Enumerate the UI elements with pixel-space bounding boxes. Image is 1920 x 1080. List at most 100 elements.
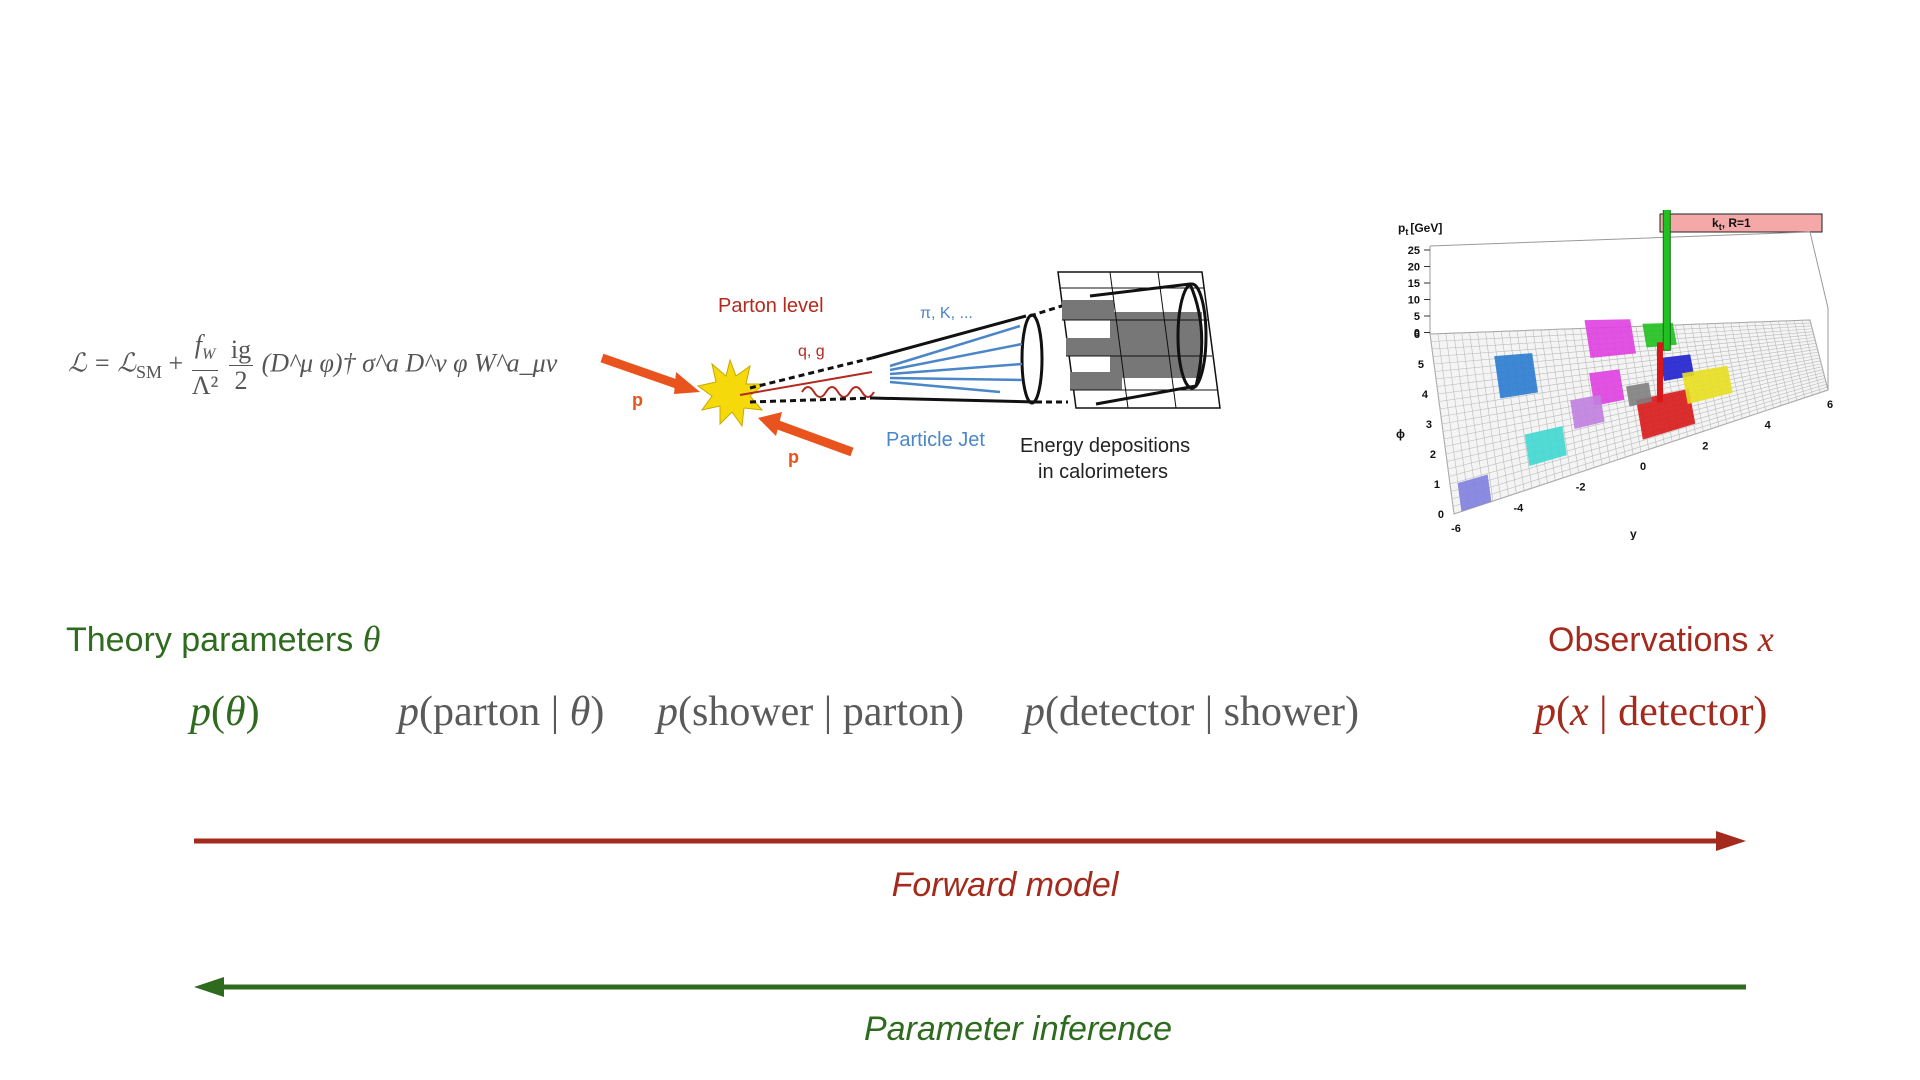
cone-edge-bottom (871, 396, 1037, 404)
energy-label-line1: Energy depositions (1020, 435, 1190, 457)
lagrangian-sm-subscript: SM (136, 361, 163, 382)
grid-line (1447, 372, 1824, 470)
fraction-fw-numerator: f (194, 330, 202, 359)
forward-model-label: Forward model (891, 866, 1119, 904)
calorimeter-dashed-top (1029, 302, 1069, 318)
observations-heading-text: Observations (1548, 621, 1749, 659)
energy-cluster (1524, 425, 1567, 466)
cone-dashed-top (749, 356, 873, 390)
prob-shower-given-parton: p(shower | parton) (657, 689, 964, 735)
prob-detector-given-shower: p(detector | shower) (1024, 689, 1359, 735)
parameter-inference-arrow (194, 977, 1746, 997)
phi-axis-label: ϕ (1396, 427, 1405, 441)
jet-track-3 (889, 362, 1023, 376)
parton-line (739, 371, 873, 396)
z-tick-label: 25 (1408, 245, 1420, 257)
collision-burst (696, 358, 766, 428)
phi-tick-label: 1 (1434, 479, 1440, 491)
cone-mouth (1020, 313, 1044, 405)
energy-cluster (1682, 365, 1733, 404)
plot-title-text: kt, R=1 (1712, 216, 1751, 232)
jet-track-1 (889, 324, 1021, 368)
parameter-inference-label: Parameter inference (863, 1010, 1173, 1048)
prob-x-given-detector: p(x | detector) (1535, 689, 1768, 735)
lagrangian-tail: (D^μ φ)† σ^a D^ν φ W^a_μν (261, 348, 558, 378)
grid-line (1446, 369, 1823, 462)
proton-arrowhead-right (758, 412, 782, 436)
y-tick-label: -6 (1451, 523, 1461, 535)
cone-edge-top (871, 314, 1027, 360)
z-tick-label: 5 (1414, 311, 1420, 323)
proton-beam-left (600, 353, 690, 393)
jet-track-5 (889, 380, 1001, 394)
fraction-ig-numerator: ig (228, 335, 254, 367)
jet-track-2 (889, 342, 1023, 372)
grid-line (1440, 351, 1819, 417)
phi-tick-label: 6 (1414, 329, 1420, 341)
phi-axis-ticks: 6 5 4 3 2 1 0 (1414, 329, 1444, 521)
prob-parton-given-theta: p(parton | θ) (398, 689, 605, 735)
y-tick-label: -2 (1576, 482, 1586, 494)
grid-line (1445, 366, 1823, 455)
grid-line (1449, 378, 1826, 485)
prob-theta: p(θ) (190, 689, 260, 735)
energy-cluster (1457, 474, 1492, 512)
calorimeter (1057, 271, 1221, 409)
y-axis-ticks: -6 -4 -2 0 2 4 6 (1451, 399, 1833, 535)
lagrangian-fraction-ig: ig 2 (228, 335, 254, 396)
z-tick-label: 20 (1408, 262, 1420, 274)
theory-heading-text: Theory parameters (66, 621, 354, 659)
y-tick-label: 4 (1765, 420, 1772, 432)
energy-cluster (1626, 382, 1653, 407)
z-axis-ticks: 25 20 15 10 5 0 (1408, 245, 1430, 340)
plot-title-box (1659, 213, 1823, 233)
lagrangian-plus: + (168, 348, 184, 378)
parton-level-label: Parton level (718, 295, 824, 317)
grid-line (1439, 348, 1818, 410)
phi-tick-label: 4 (1422, 389, 1429, 401)
grid-line (1452, 386, 1828, 507)
phi-tick-label: 2 (1430, 449, 1436, 461)
fraction-fw-denominator: Λ² (191, 371, 219, 401)
energy-cluster (1584, 319, 1636, 358)
energy-cluster (1570, 395, 1605, 430)
theory-parameters-heading: Theory parameters θ (66, 618, 380, 660)
observations-heading: Observations x (1548, 618, 1774, 660)
z-tick-label: 10 (1408, 295, 1420, 307)
plot-frame (1429, 231, 1829, 390)
energy-cluster (1494, 353, 1539, 399)
particle-jet-label: Particle Jet (886, 429, 985, 451)
forward-model-arrow (194, 831, 1746, 851)
grid-line (1451, 383, 1827, 500)
fraction-ig-denominator: 2 (234, 366, 248, 396)
y-tick-label: 2 (1702, 440, 1708, 452)
phi-tick-label: 5 (1418, 359, 1424, 371)
y-tick-label: 6 (1827, 399, 1833, 411)
proton-beam-right (768, 417, 854, 457)
proton-arrowhead-left (674, 372, 700, 394)
energy-tower (1662, 210, 1671, 351)
lagrangian-lhs: ℒ = ℒ (68, 348, 136, 378)
observations-heading-variable: x (1757, 619, 1774, 659)
phi-tick-label: 0 (1438, 509, 1444, 521)
lagrangian-fraction-fw: fW Λ² (191, 330, 219, 401)
y-tick-label: -4 (1513, 502, 1524, 514)
gluon-line (801, 386, 875, 398)
particle-jet-diagram: p p q, g Parton level π, K, ... Particle… (600, 271, 1221, 483)
z-axis-label: pt[GeV] (1398, 221, 1442, 237)
z-tick-label: 0 (1414, 328, 1420, 340)
jet-track-4 (889, 376, 1023, 382)
grid-line (1453, 389, 1829, 515)
grid-line (1448, 375, 1825, 477)
y-axis-label: y (1630, 527, 1637, 540)
quark-gluon-label: q, g (798, 343, 825, 360)
fraction-fw-subscript: W (201, 346, 216, 364)
energy-label-line2: in calorimeters (1038, 461, 1168, 483)
z-tick-label: 15 (1408, 278, 1420, 290)
energy-tower (1656, 342, 1663, 403)
phi-tick-label: 3 (1426, 419, 1432, 431)
theory-heading-variable: θ (362, 619, 381, 659)
lagrangian-formula: ℒ = ℒSM + fW Λ² ig 2 (D^μ φ)† σ^a D^ν φ … (68, 330, 568, 410)
y-tick-label: 0 (1640, 461, 1646, 473)
cone-dashed-bottom (749, 396, 873, 404)
